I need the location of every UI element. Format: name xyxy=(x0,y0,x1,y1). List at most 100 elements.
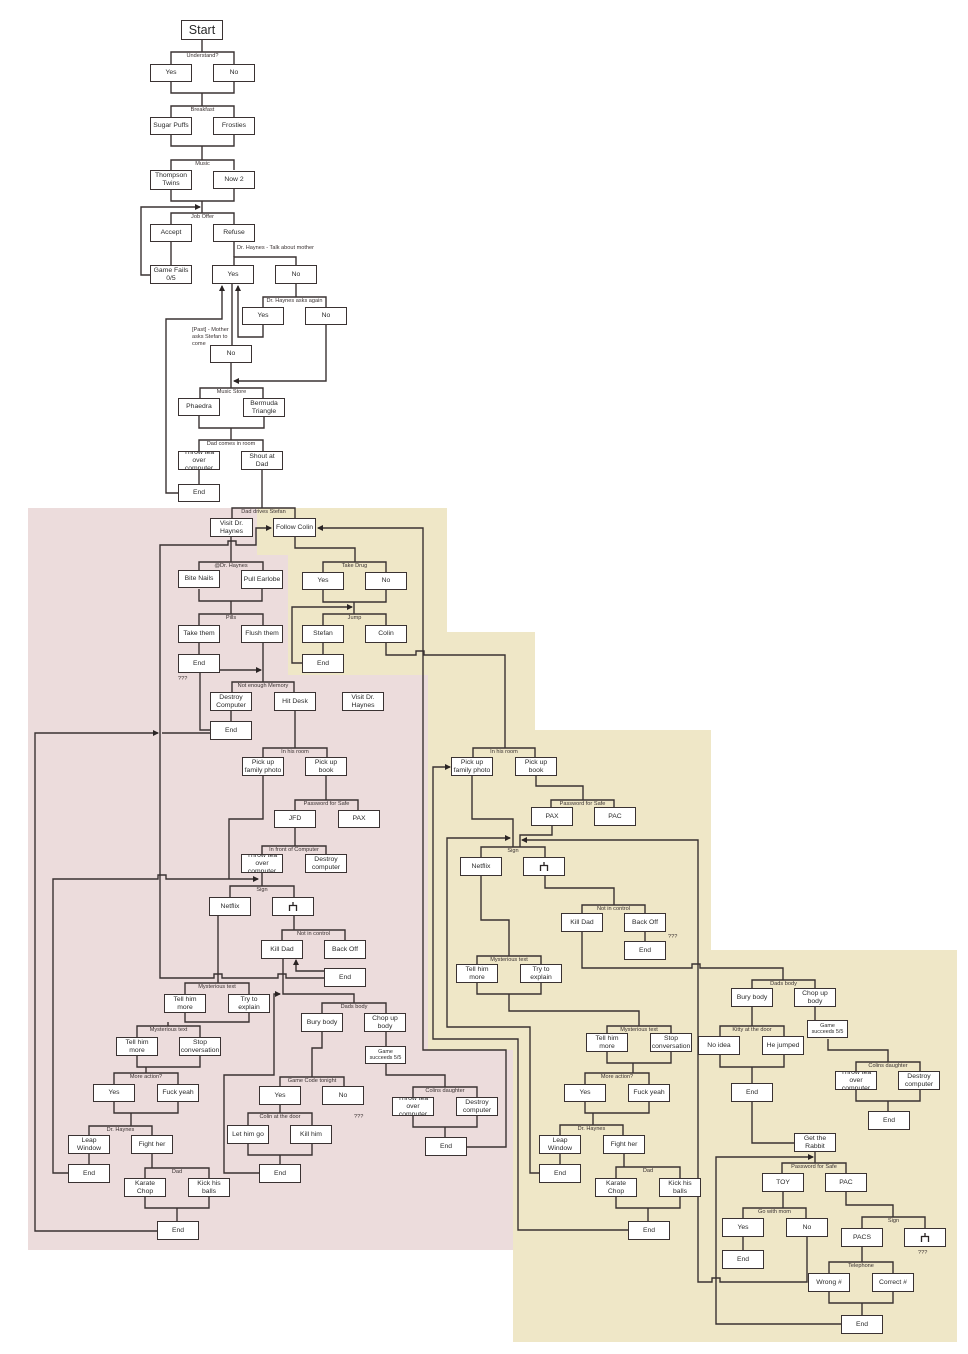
decision-caption-colin-door: Colin at the door xyxy=(259,1113,301,1120)
decision-caption-kitty: Kitty at the door xyxy=(732,1026,772,1033)
connector-line xyxy=(170,82,235,94)
decision-bracket xyxy=(262,296,327,307)
connector-line xyxy=(521,837,808,1283)
node-l-try: Try to explain xyxy=(228,994,270,1013)
connector-line xyxy=(228,776,264,879)
node-r-book: Pick up book xyxy=(515,757,557,776)
node-r-end-ctrl: End xyxy=(624,941,666,960)
connector-line xyxy=(535,776,584,800)
decision-caption-daughter-l: Colins daughter xyxy=(425,1087,465,1094)
connector-line xyxy=(412,1116,478,1128)
connector-line xyxy=(223,991,281,1174)
connector-line xyxy=(282,958,355,1003)
connector-line xyxy=(293,959,324,972)
sign-symbol-icon xyxy=(539,862,549,871)
node-l-chop: Chop up body xyxy=(364,1013,406,1032)
decision-bracket xyxy=(742,1207,807,1218)
connector-line xyxy=(311,1032,323,1077)
node-end-dc: End xyxy=(210,721,252,740)
node-r-kill: Kill Dad xyxy=(561,913,603,932)
node-r-cd-throw: Throw tea over computer xyxy=(835,1071,877,1090)
node-r-gm-yes: Yes xyxy=(722,1218,764,1237)
node-l-fuck: Fuck yeah xyxy=(157,1084,199,1102)
node-l-stop: Stop conversation xyxy=(179,1037,221,1056)
node-hitdesk: Hit Desk xyxy=(274,692,316,711)
node-r-end-tel: End xyxy=(841,1315,883,1334)
connector-line xyxy=(235,285,264,338)
node-l-end-colin: End xyxy=(259,1164,301,1183)
connector-line xyxy=(184,1013,250,1023)
connector-line xyxy=(34,730,159,1232)
decision-bracket xyxy=(88,1125,153,1135)
node-r-pacs: PACS xyxy=(841,1228,883,1247)
node-pull: Pull Earlobe xyxy=(241,570,283,589)
decision-caption-sign-l: Sign xyxy=(256,886,268,893)
node-l-gc-no: No xyxy=(322,1086,364,1105)
decision-caption-ctrl-r: Not in control xyxy=(597,905,630,912)
decision-caption-music: Music xyxy=(195,160,210,167)
decision-caption-front-comp: In front of Computer xyxy=(269,846,319,853)
connector-line xyxy=(144,1197,210,1209)
node-bf-frost: Frosties xyxy=(213,117,255,135)
connector-line xyxy=(233,325,327,384)
node-l-leap: Leap Window xyxy=(68,1135,110,1154)
decision-caption-haynes-l: Dr. Haynes xyxy=(106,1126,135,1133)
decision-bracket xyxy=(559,1124,624,1135)
connector-line xyxy=(294,537,356,562)
node-l-game: Game succeeds 5/5 xyxy=(365,1046,406,1064)
node-mu-thompson: Thompson Twins xyxy=(150,170,192,190)
node-r-bury: Bury body xyxy=(731,988,773,1007)
node-r-end-cd: End xyxy=(868,1111,910,1130)
decision-caption-body-l: Dads body xyxy=(340,1003,368,1010)
connector-line xyxy=(170,135,235,147)
decision-caption-pw-rabbit: Password for Safe xyxy=(791,1163,837,1170)
sign-symbol-icon xyxy=(920,1233,930,1242)
connector-line xyxy=(159,525,324,979)
node-bite: Bite Nails xyxy=(178,570,220,588)
node-r-cd-destroy: Destroy computer xyxy=(898,1071,940,1090)
decision-caption-dad-r: Dad xyxy=(642,1167,654,1174)
node-take: Take them xyxy=(178,625,220,643)
decision-caption-music-store: Music Store xyxy=(216,388,247,395)
connector-line xyxy=(828,1292,894,1304)
connector-line xyxy=(606,1052,672,1064)
connector-line xyxy=(198,589,263,602)
node-destroy: Destroy Computer xyxy=(210,692,252,711)
node-r-stop: Stop conversation xyxy=(650,1033,692,1052)
node-td-yes: Yes xyxy=(302,572,344,590)
decision-caption-myst-r2: Mysterious text xyxy=(620,1026,658,1033)
decision-caption-job-offer: Job Offer xyxy=(191,213,214,220)
decision-caption-sign-r2: Sign xyxy=(887,1217,900,1224)
node-r-photo: Pick up family photo xyxy=(451,757,493,776)
decision-bracket xyxy=(584,1072,650,1084)
connector-line xyxy=(432,764,628,1231)
connector-line xyxy=(247,1144,313,1156)
node-td-no: No xyxy=(365,572,407,590)
node-l-sign xyxy=(272,897,314,916)
connector-line xyxy=(291,604,353,664)
node-r-noidea: No idea xyxy=(698,1036,740,1055)
connector-line xyxy=(170,189,235,202)
decision-caption-gomom: Go with mom xyxy=(758,1208,791,1215)
node-r-jumped: He jumped xyxy=(762,1036,804,1055)
decision-caption-room-r: In his room xyxy=(490,748,518,755)
connector-line xyxy=(715,1154,841,1325)
node-r-wrong: Wrong # xyxy=(808,1273,850,1292)
node-l-end-final: End xyxy=(157,1221,199,1240)
node-r-pac2: PAC xyxy=(825,1173,867,1192)
unknown-outcome-note: ??? xyxy=(668,934,678,940)
node-mo-no: No xyxy=(275,265,317,284)
decision-caption-myst-l1: Mysterious text xyxy=(198,983,236,990)
node-r-tell1: Tell him more xyxy=(456,964,498,983)
decision-caption-at-haynes: @Dr. Haynes xyxy=(214,562,248,569)
node-bf-sugar: Sugar Puffs xyxy=(150,117,192,135)
node-r-rabbit: Get the Rabbit xyxy=(794,1133,836,1152)
connector-line xyxy=(52,874,259,1174)
node-job-refuse: Refuse xyxy=(213,224,255,242)
node-end-jump: End xyxy=(302,654,344,673)
connector-line xyxy=(581,932,784,980)
node-r-tell2: Tell him more xyxy=(586,1033,628,1052)
